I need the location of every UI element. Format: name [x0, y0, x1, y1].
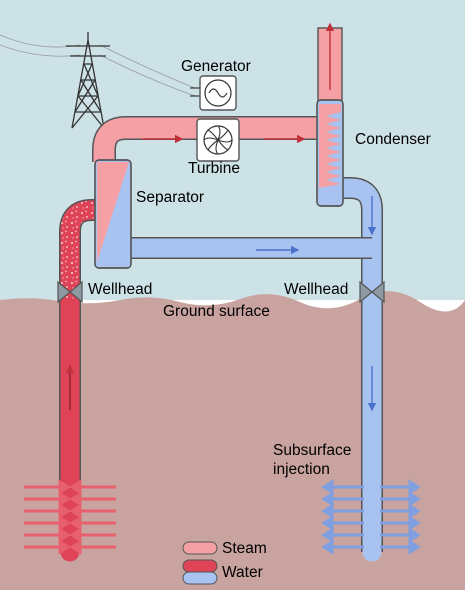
- valve-icon: [359, 280, 385, 304]
- production-inflow-arrows: [24, 479, 116, 555]
- legend-steam-label: Steam: [222, 540, 267, 557]
- ground: [0, 291, 465, 590]
- legend-water-label: Water: [222, 564, 263, 581]
- turbine-rotor-icon: [196, 118, 240, 162]
- wellhead-right-label: Wellhead: [284, 281, 348, 298]
- separator-label: Separator: [136, 189, 204, 206]
- valve-icon: [57, 280, 83, 304]
- condenser-label: Condenser: [355, 131, 431, 148]
- wellhead-left-label: Wellhead: [88, 281, 152, 298]
- ground-surface-label: Ground surface: [163, 303, 270, 320]
- legend-hot-water-swatch: [182, 559, 218, 573]
- separator: [94, 159, 132, 269]
- subsurface-label: Subsurface: [273, 442, 351, 459]
- injection-outflow-arrows: [321, 479, 421, 555]
- turbine-label: Turbine: [188, 160, 240, 177]
- condenser: [316, 99, 344, 207]
- sine-wave-icon: [199, 75, 237, 111]
- injection-label: injection: [273, 461, 330, 478]
- legend-cold-water-swatch: [182, 571, 218, 585]
- legend: Steam Water: [182, 540, 267, 585]
- legend-steam-swatch: [182, 541, 218, 555]
- generator-label: Generator: [181, 58, 251, 75]
- power-pylon-icon: [66, 32, 110, 129]
